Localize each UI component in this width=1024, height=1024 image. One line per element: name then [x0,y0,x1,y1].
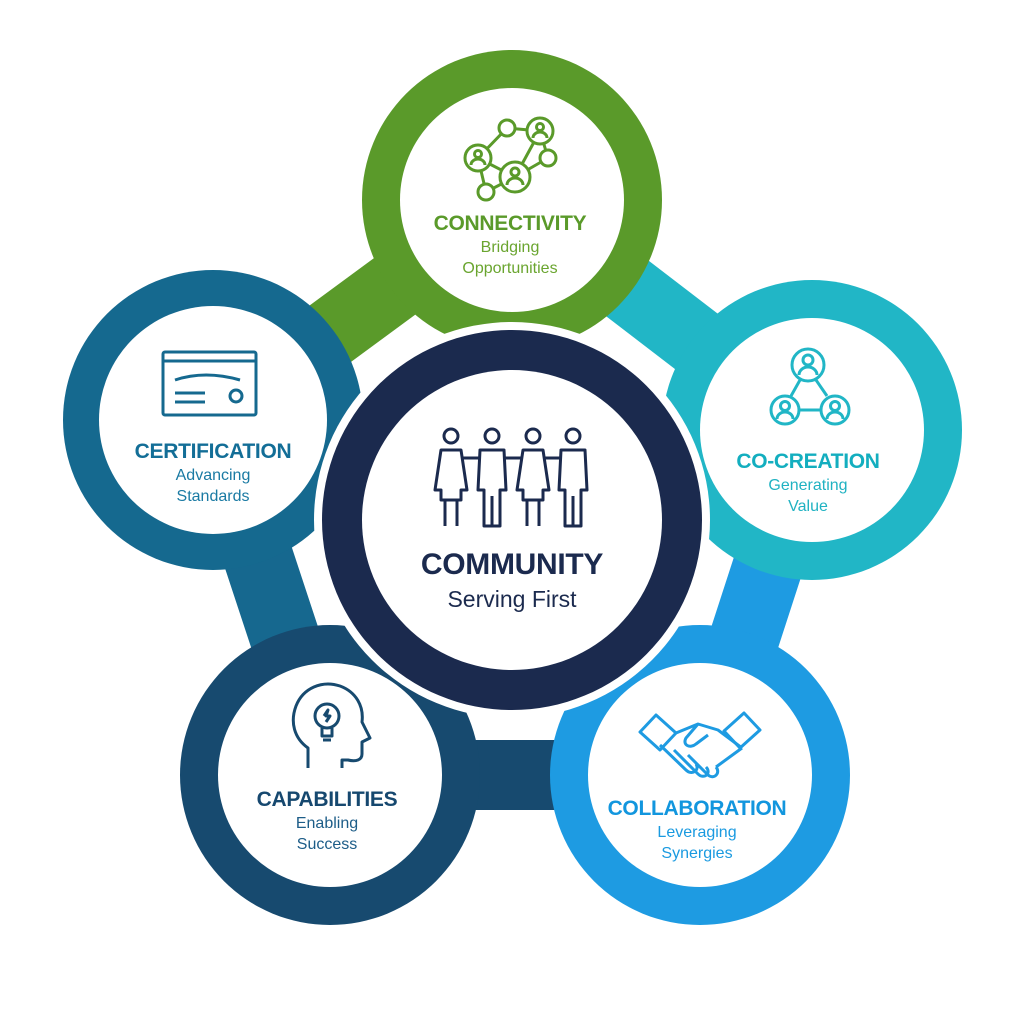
node-capabilities-line1: Enabling [295,815,359,832]
node-connectivity-line1: Bridging [480,239,540,256]
center-title: COMMUNITY [420,548,604,581]
node-connectivity-ring [362,50,662,350]
center-subtitle: Serving First [447,586,577,612]
node-cocreation-label: CO-CREATION Generating Value [736,450,880,516]
center-community-label: COMMUNITY Serving First [420,548,604,614]
node-certification-line1: Advancing [175,467,251,484]
node-collaboration-line1: Leveraging [657,824,737,841]
node-certification-line2: Standards [176,488,250,506]
node-cocreation-title: CO-CREATION [736,450,880,473]
handshake-icon [638,711,762,779]
node-collaboration-line2: Synergies [661,845,733,863]
node-collaboration-label: COLLABORATION Leveraging Synergies [608,797,787,863]
node-cocreation-line2: Value [788,498,828,516]
head-lightbulb-icon [291,682,372,768]
node-certification-ring [63,270,363,570]
network-icon [463,116,558,202]
node-collaboration-title: COLLABORATION [607,797,787,820]
node-cocreation-ring [662,280,962,580]
people-group-icon [433,427,589,528]
node-connectivity-title: CONNECTIVITY [433,212,587,235]
node-certification-title: CERTIFICATION [134,440,292,463]
node-connectivity-label: CONNECTIVITY Bridging Opportunities [434,212,587,278]
person-2 [476,427,508,528]
node-certification-label: CERTIFICATION Advancing Standards [135,440,292,506]
node-capabilities-title: CAPABILITIES [256,788,398,811]
node-capabilities-ring [180,625,480,925]
node-capabilities-label: CAPABILITIES Enabling Success [257,788,398,854]
person-1 [433,427,469,526]
center-community-ring [314,322,710,718]
person-4 [557,427,589,528]
node-capabilities-line2: Success [296,836,358,854]
node-connectivity-line2: Opportunities [462,260,558,278]
team-hierarchy-icon [769,347,851,426]
certificate-icon [161,350,258,417]
node-cocreation-line1: Generating [768,477,848,494]
person-3 [515,427,551,526]
